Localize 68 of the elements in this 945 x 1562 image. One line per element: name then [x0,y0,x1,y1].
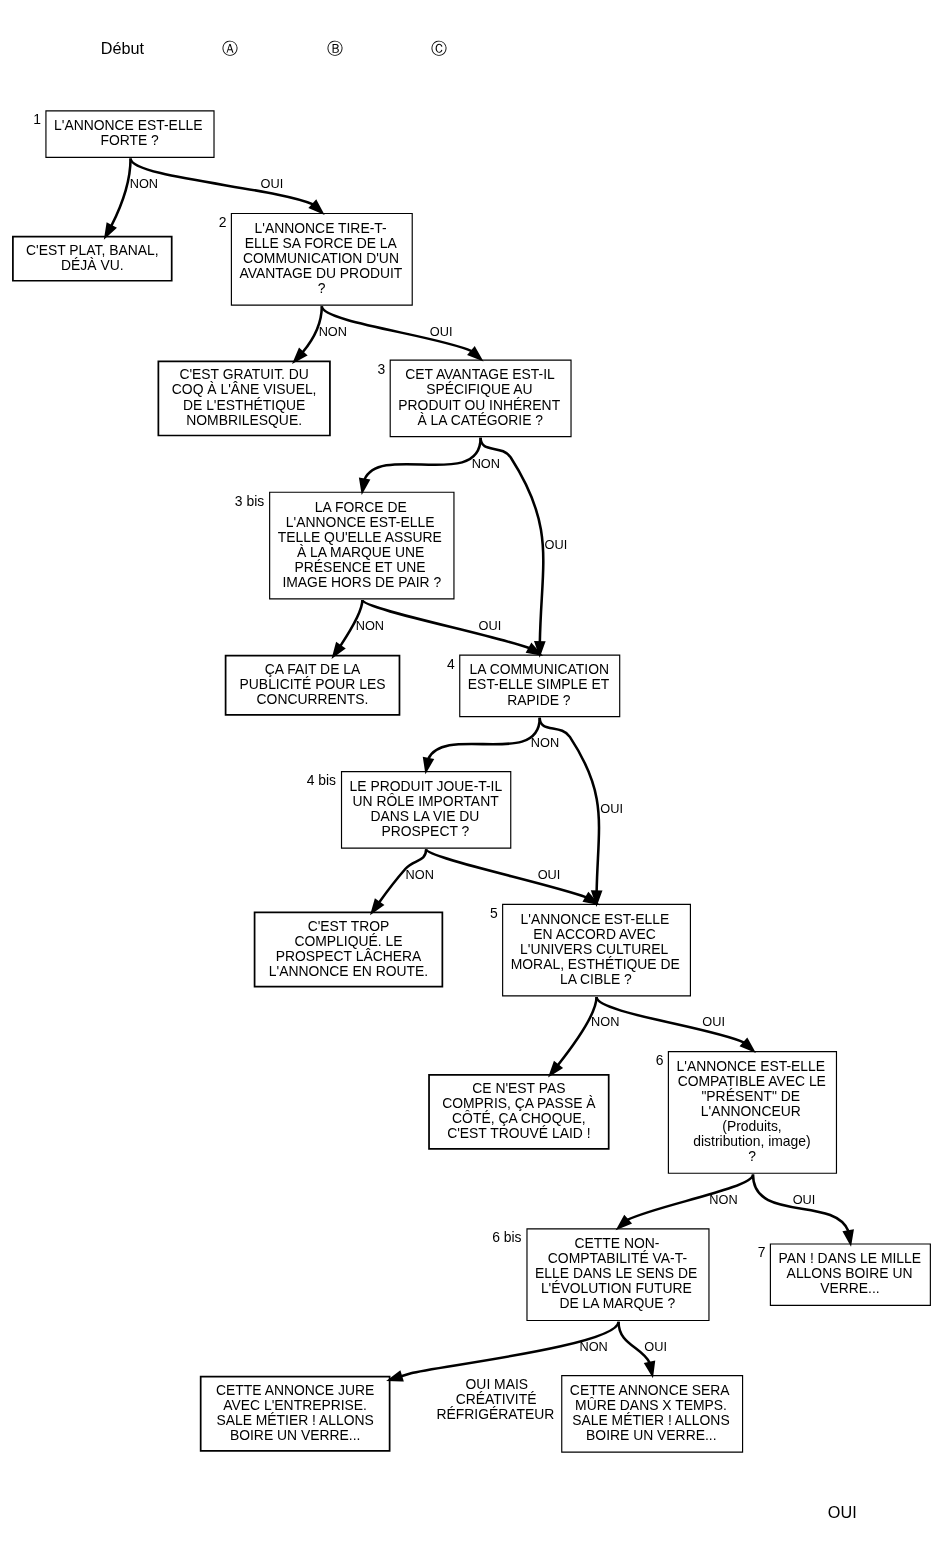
edge-label: OUI [644,1338,667,1354]
edge-label: OUI [537,866,561,882]
node-box: L'ANNONCE EST-ELLE EN ACCORD AVEC L'UNIVERS CULTUREL MORAL, ESTHÉTIQUE DE LA CIBLE ? [502,903,691,997]
node-box: ÇA FAIT DE LA PUBLICITÉ POUR LES CONCURRENTS. [224,654,401,716]
arrow [548,996,598,1077]
node-label: 3 [377,360,386,377]
arrow [422,717,541,774]
arrow [538,717,603,907]
arrow [617,1321,656,1378]
node-box: PAN ! DANS LE MILLE ALLONS BOIRE UN VERRE... [769,1242,931,1306]
label: Ⓑ [326,38,343,57]
arrow [361,598,544,656]
edge-label: OUI [544,536,568,552]
edge-label: NON [355,617,385,633]
edge-label: OUI [792,1191,816,1207]
arrow [370,848,428,915]
node-box: L'ANNONCE TIRE-T-ELLE SA FORCE DE LA COMMUNICATION D'UN AVANTAGE DU PRODUIT ? [230,212,413,306]
node-box: LE PRODUIT JOUE-T-IL UN RÔLE IMPORTANT DANS LA VIE DU PROSPECT ? [340,770,512,849]
edge-label: OUI [429,323,453,339]
edge-label: NON [471,455,500,471]
edge-label: OUI [702,1013,725,1029]
edge-label: NON [405,866,434,882]
arrow [320,305,484,362]
node-box: CETTE ANNONCE JURE AVEC L'ENTREPRISE. SALE MÉTIER ! ALLONS BOIRE UN VERRE... [199,1375,391,1452]
edge-label: NON [591,1013,620,1029]
edge-label: NON [129,175,159,191]
node-label: 4 [447,655,455,672]
edge-label: OUI [260,175,284,191]
node-box: C'EST TROP COMPLIQUÉ. LE PROSPECT LÂCHERA L'ANNONCE EN ROUTE. [253,911,444,988]
arrow [358,437,482,495]
arrow [129,157,325,215]
node-label: 6 [655,1051,664,1068]
edge-label: OUI [478,617,502,633]
arrow [615,1173,755,1230]
arrow [751,1173,854,1247]
node-label: 2 [218,213,227,230]
node-label: 7 [757,1243,766,1260]
edge-label: NON [579,1338,608,1354]
node-box: CET AVANTAGE EST-IL SPÉCIFIQUE AU PRODUIT OU INHÉRENT À LA CATÉGORIE ? [389,359,572,437]
node-label: 6 bis [492,1228,522,1245]
arrow [331,599,364,659]
node-label: 5 [489,904,498,921]
node-label: 1 [33,110,41,127]
node-box: L'ANNONCE EST-ELLE COMPATIBLE AVEC LE "PRÉSENT" DE L'ANNONCEUR (Produits, distribution, image) ? [667,1050,838,1174]
arrow [425,847,600,905]
arrow [479,437,546,658]
edge-label: NON [318,323,347,339]
node-box: C'EST GRATUIT. DU COQ À L'ÂNE VISUEL, DE L'ESTHÉTIQUE NOMBRILESQUE. [157,359,331,436]
node-label: 4 bis [306,771,337,788]
edge-label: NON [530,734,560,750]
label: Ⓒ [430,38,447,57]
arrow [292,305,324,364]
node-label: OUI MAIS CRÉATIVITÉ RÉFRIGÉRATEUR [436,1375,555,1422]
label: Ⓐ [222,38,239,57]
label: OUI [827,1502,857,1521]
node-box: LA FORCE DE L'ANNONCE EST-ELLE TELLE QU'ELLE ASSURE À LA MARQUE UNE PRÉSENCE ET UNE IMAGE HORS DE PAIR ? [269,491,455,599]
arrow [595,995,756,1053]
edge-label: OUI [600,800,623,816]
node-box: CETTE NON-COMPTABILITÉ VA-T-ELLE DANS LE SENS DE L'ÉVOLUTION FUTURE DE LA MARQUE ? [526,1227,710,1321]
node-label: 3 bis [234,492,265,509]
node-box: CE N'EST PAS COMPRIS, ÇA PASSE À CÔTÉ, ÇA CHOQUE, C'EST TROUVÉ LAID ! [428,1073,610,1150]
label: Début [100,38,145,57]
node-box: C'EST PLAT, BANAL, DÉJÀ VU. [12,235,173,282]
node-box: CETTE ANNONCE SERA MÛRE DANS X TEMPS. SALE MÉTIER ! ALLONS BOIRE UN VERRE... [561,1374,744,1453]
node-box: L'ANNONCE EST-ELLE FORTE ? [45,109,215,158]
edge-label: NON [709,1191,738,1207]
node-box: LA COMMUNICATION EST-ELLE SIMPLE ET RAPIDE ? [459,654,621,717]
arrow [103,157,132,240]
